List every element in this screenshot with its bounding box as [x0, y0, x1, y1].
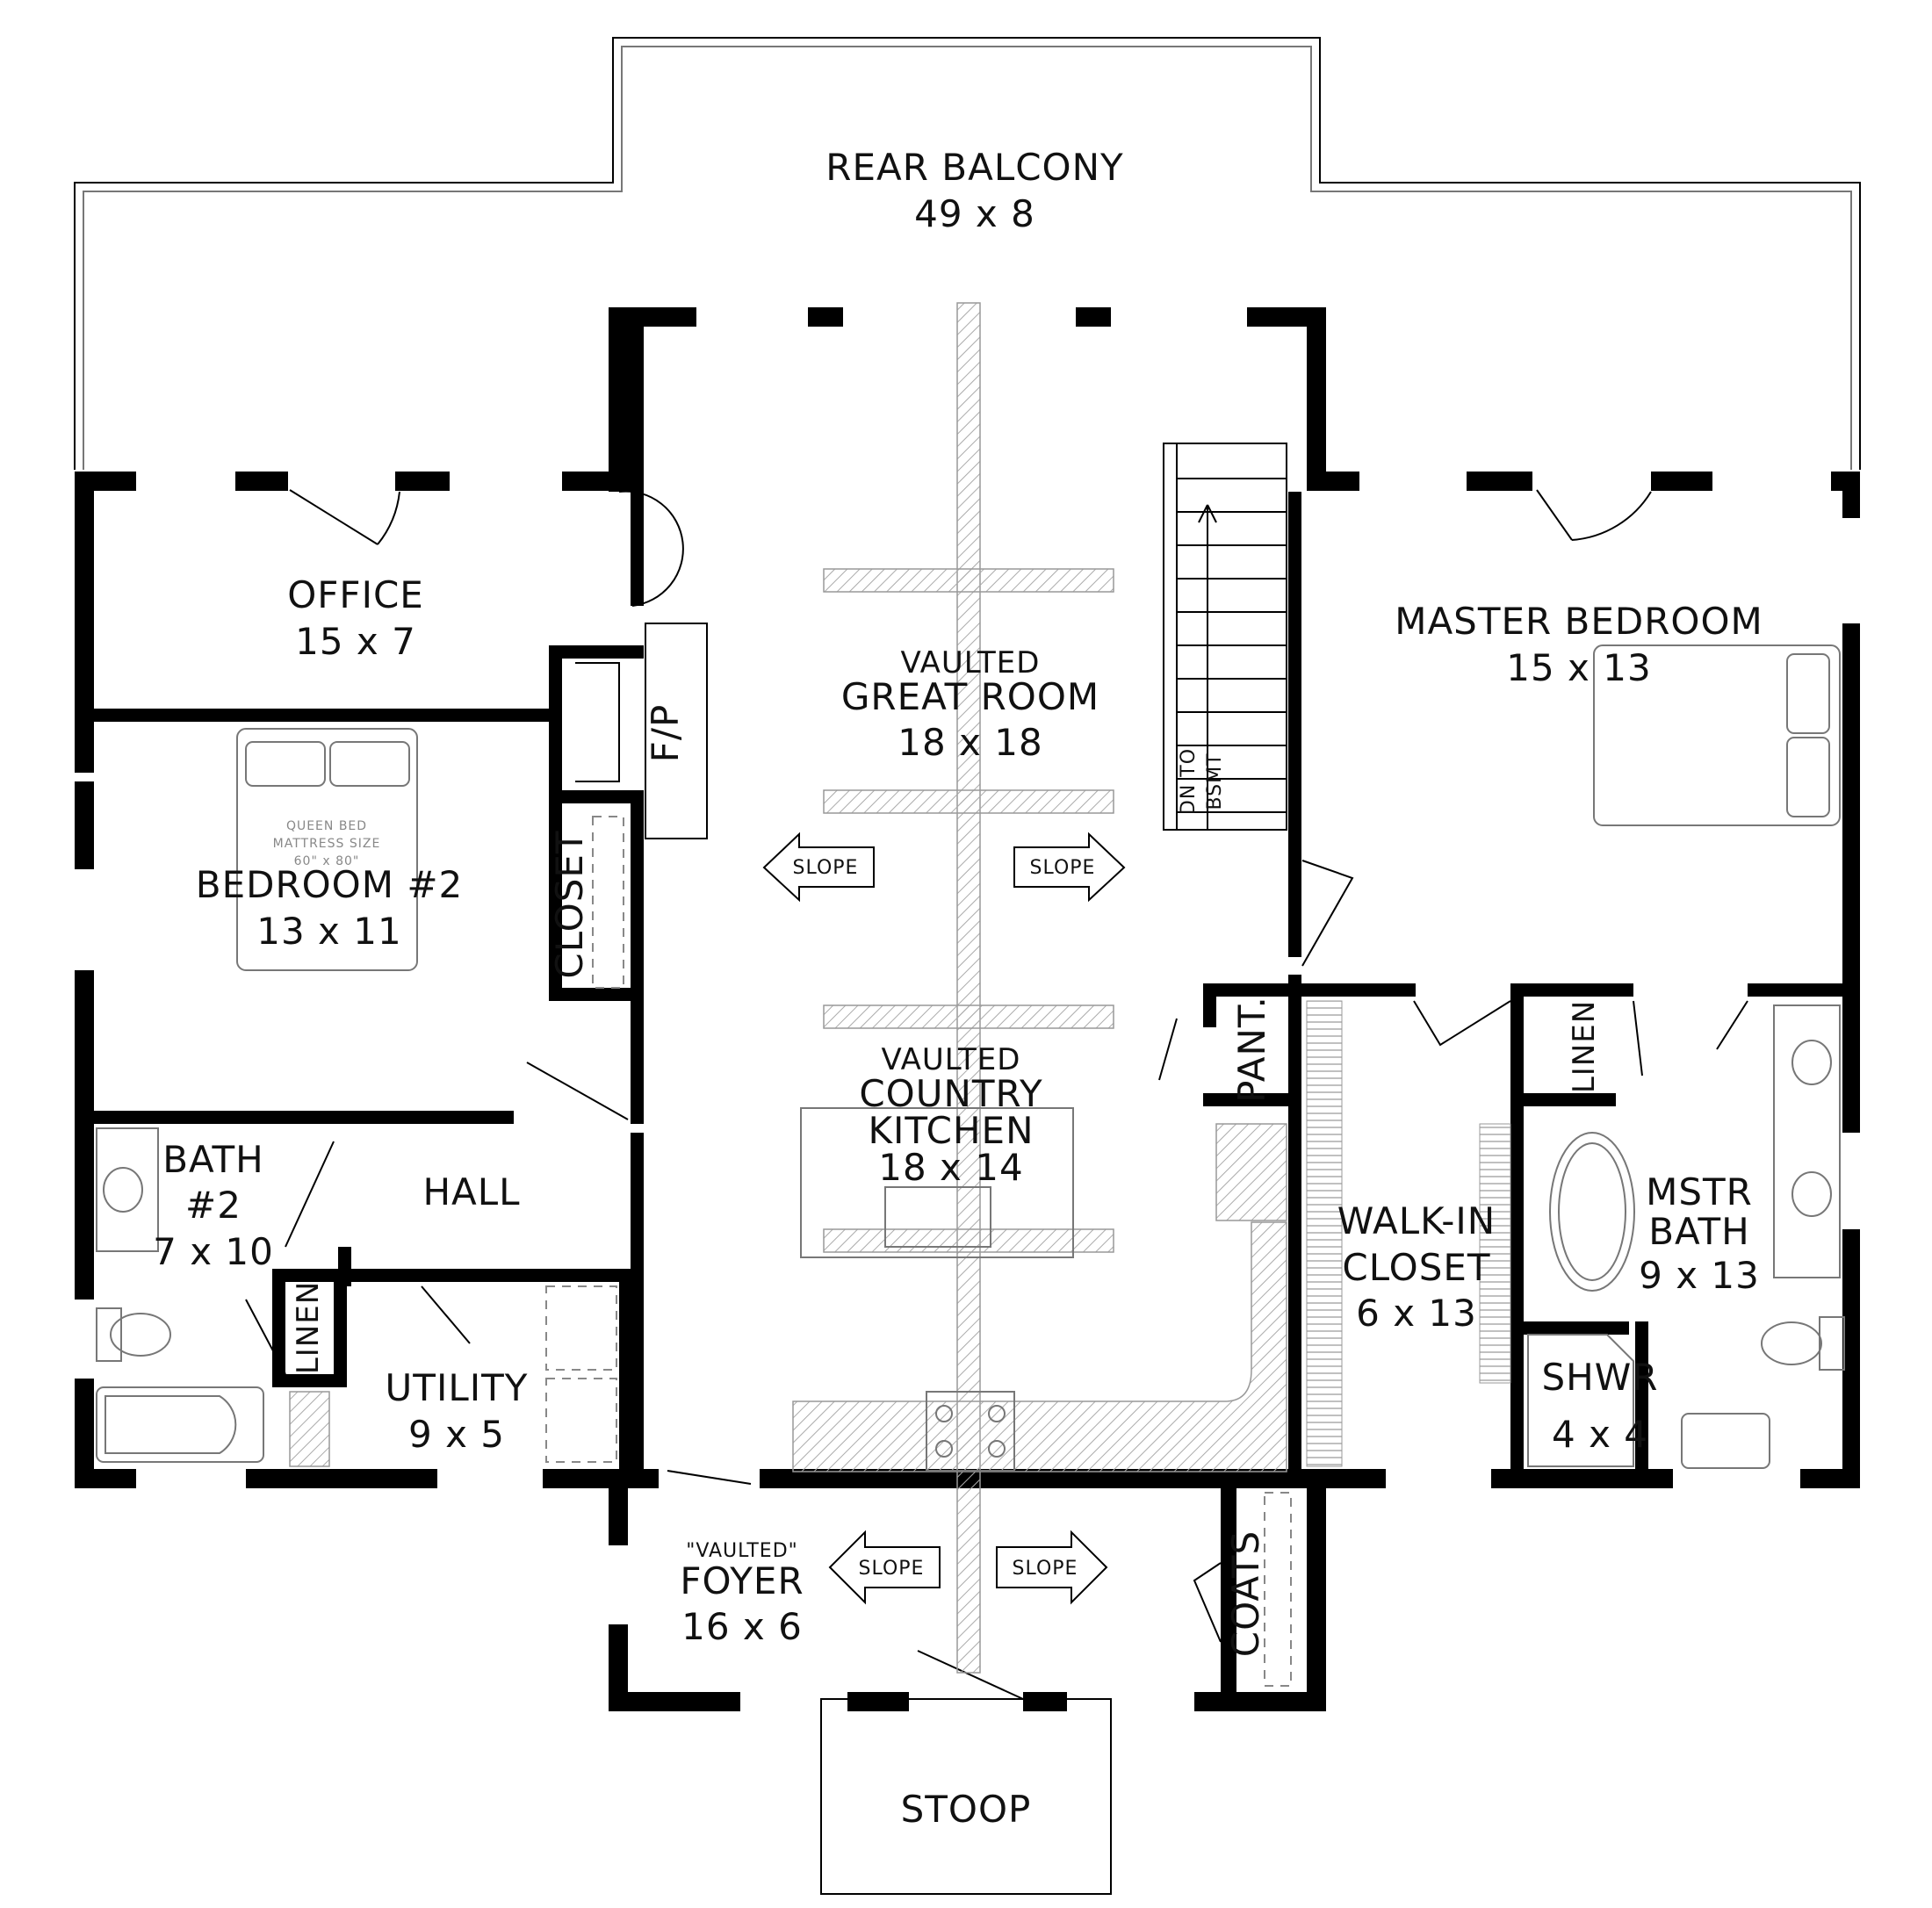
bath2-name-2: #2: [185, 1184, 242, 1227]
rear-balcony-outline: [74, 37, 1861, 470]
office-name: OFFICE: [287, 573, 424, 616]
slope-arrow-left-great: SLOPE: [762, 832, 875, 903]
kitchen-size: 18 x 14: [878, 1146, 1023, 1189]
stairs: [1163, 443, 1287, 831]
bedroom2-size: 13 x 11: [256, 910, 401, 953]
slope-label-1: SLOPE: [793, 857, 859, 879]
bedroom2-name: BEDROOM #2: [196, 863, 464, 906]
bed-bedroom2: QUEEN BED MATTRESS SIZE 60" x 80": [236, 728, 418, 971]
bed2-label-2: MATTRESS SIZE: [273, 837, 381, 851]
utility-name: UTILITY: [386, 1366, 529, 1409]
rear-balcony-name: REAR BALCONY: [825, 146, 1123, 189]
walls: [75, 307, 1860, 1711]
coats-shelf: [1264, 1492, 1292, 1687]
bed2-label-3: 60" x 80": [294, 854, 360, 868]
stoop-outline: [820, 1698, 1112, 1895]
bed-master: [1593, 644, 1841, 826]
office-size: 15 x 7: [295, 620, 416, 663]
slope-label-2: SLOPE: [1030, 857, 1096, 879]
master-bath-fixtures: [1527, 1004, 1845, 1469]
slope-label-3: SLOPE: [859, 1558, 925, 1580]
bath2-size: 7 x 10: [153, 1230, 274, 1273]
utility-fixtures: [289, 1285, 617, 1467]
shower-name: SHWR: [1542, 1356, 1659, 1399]
slope-label-4: SLOPE: [1013, 1558, 1078, 1580]
great-room-name: GREAT ROOM: [841, 675, 1099, 718]
stairs-label-2: BSMT: [1204, 752, 1226, 810]
bed2-label-1: QUEEN BED: [286, 819, 367, 833]
kitchen-counters: [792, 1107, 1287, 1472]
great-room-size: 18 x 18: [898, 721, 1042, 764]
fireplace: [575, 623, 708, 839]
master-bath-name-1: MSTR: [1646, 1170, 1753, 1213]
master-bath-size: 9 x 13: [1639, 1254, 1760, 1297]
walkin-closet-name-1: WALK-IN: [1337, 1199, 1496, 1242]
walkin-closet-size: 6 x 13: [1356, 1292, 1477, 1335]
foyer-name: FOYER: [680, 1559, 804, 1602]
slope-arrow-left-foyer: SLOPE: [828, 1530, 941, 1605]
door-swings: [245, 489, 1748, 1700]
stair-treads: [1177, 478, 1287, 813]
shower-size: 4 x 4: [1552, 1413, 1648, 1456]
foyer-tag: "VAULTED": [686, 1540, 798, 1562]
bath2-fixtures: [96, 1127, 264, 1463]
rear-balcony-size: 49 x 8: [914, 192, 1035, 235]
great-room-tag: VAULTED: [901, 645, 1041, 680]
kitchen-name-2: KITCHEN: [869, 1109, 1034, 1152]
master-bath-name-2: BATH: [1648, 1210, 1750, 1253]
closet-shelf: [592, 816, 624, 989]
coats-label: COATS: [1224, 1530, 1267, 1657]
linen-right-label: LINEN: [1567, 1000, 1602, 1093]
kitchen-tag: VAULTED: [882, 1042, 1021, 1077]
linen-left-label: LINEN: [291, 1281, 326, 1374]
closet-label: CLOSET: [548, 830, 591, 978]
kitchen-name-1: COUNTRY: [859, 1072, 1042, 1115]
walkin-shelving: [1306, 1000, 1511, 1467]
utility-size: 9 x 5: [408, 1413, 505, 1456]
master-bedroom-name: MASTER BEDROOM: [1395, 600, 1763, 643]
stoop-label: STOOP: [901, 1788, 1032, 1831]
master-bedroom-size: 15 x 13: [1506, 646, 1651, 689]
bath2-name-1: BATH: [162, 1138, 264, 1181]
fireplace-label: F/P: [644, 704, 687, 763]
pantry-label: PANT.: [1230, 996, 1273, 1103]
slope-arrow-right-foyer: SLOPE: [996, 1530, 1108, 1605]
stairs-label-1: DN TO: [1178, 748, 1200, 815]
slope-arrow-right-great: SLOPE: [1013, 832, 1126, 903]
walkin-closet-name-2: CLOSET: [1342, 1246, 1490, 1289]
hall-label: HALL: [422, 1170, 520, 1213]
foyer-size: 16 x 6: [681, 1605, 803, 1648]
